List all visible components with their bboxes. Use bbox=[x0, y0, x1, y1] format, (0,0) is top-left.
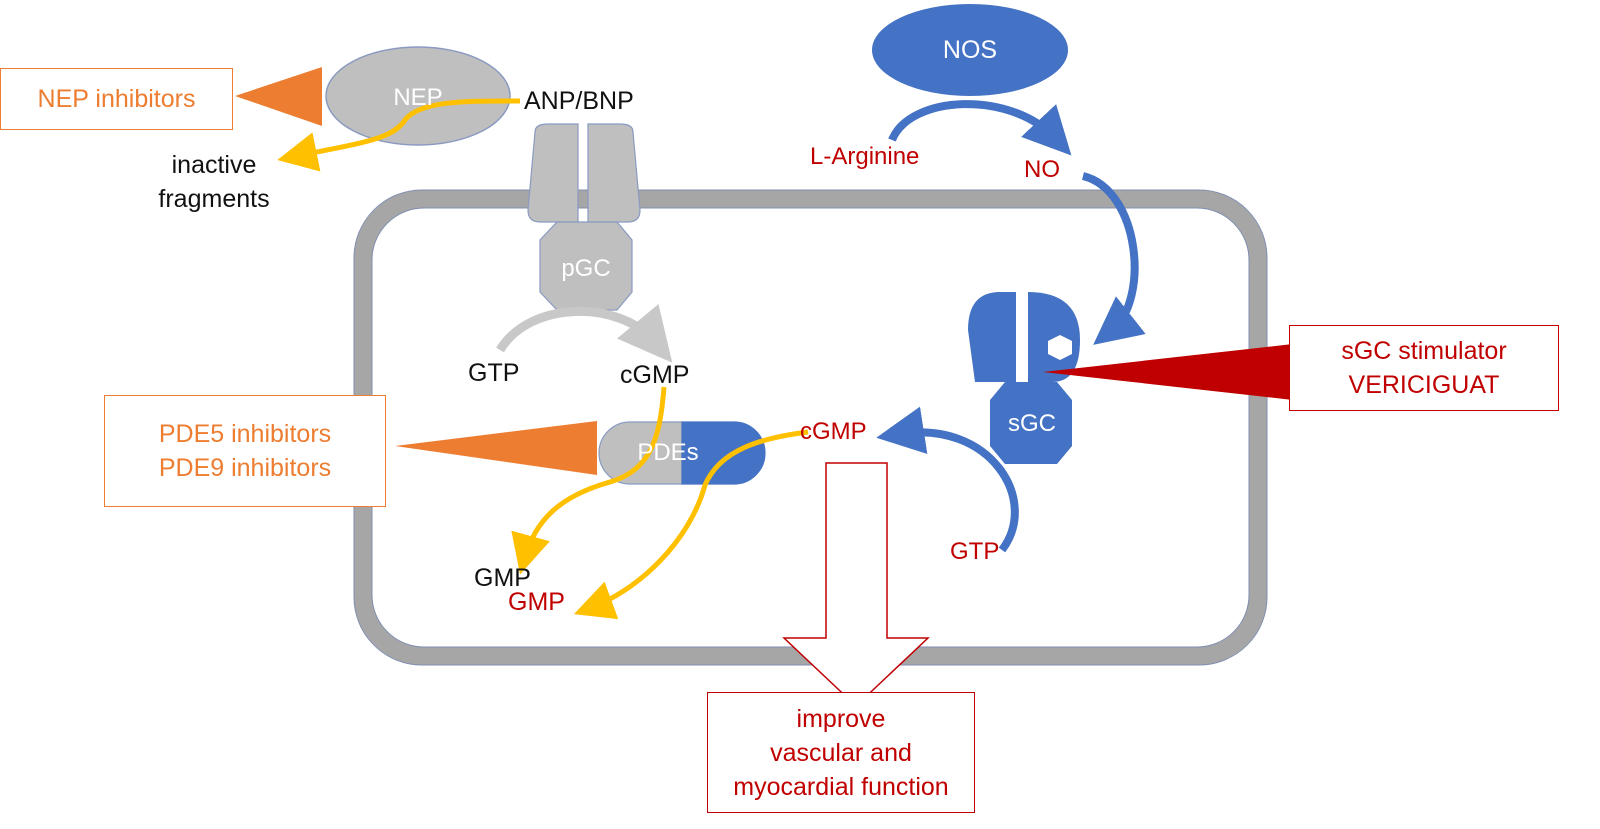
nos-conversion-arrow bbox=[888, 100, 1072, 156]
anp-bnp-label: ANP/BNP bbox=[524, 87, 634, 115]
pde-hydrolysis-arrow-gray bbox=[511, 386, 667, 575]
pgc-label: pGC bbox=[561, 255, 611, 282]
pde-inhibitors-box: PDE5 inhibitors PDE9 inhibitors bbox=[104, 395, 386, 507]
sgc-label: sGC bbox=[1008, 410, 1056, 437]
outcome-line3: myocardial function bbox=[733, 772, 949, 801]
gtp-red-label: GTP bbox=[950, 538, 1000, 565]
pde9-inhibitors-label: PDE9 inhibitors bbox=[158, 454, 332, 482]
gtp-gray-label: GTP bbox=[468, 359, 520, 387]
cgmp-gray-label: cGMP bbox=[620, 361, 690, 389]
cgmp-red-label: cGMP bbox=[800, 418, 867, 445]
sgc-receptor bbox=[968, 292, 1080, 464]
gmp-gray-label: GMP bbox=[474, 564, 531, 592]
inactive-label-line1: inactive bbox=[171, 151, 257, 179]
nep-inhibitors-label: NEP inhibitors bbox=[37, 85, 196, 113]
sgc-conversion-arrow bbox=[876, 406, 1019, 553]
l-arginine-label: L-Arginine bbox=[810, 143, 920, 170]
outcome-box: improve vascular and myocardial function bbox=[707, 692, 975, 813]
pde-hydrolysis-arrow-red bbox=[573, 429, 809, 620]
no-label: NO bbox=[1024, 156, 1060, 183]
degradation-arrow bbox=[277, 98, 521, 172]
nos-label: NOS bbox=[942, 36, 998, 64]
nos-enzyme bbox=[872, 4, 1068, 96]
nep-label: NEP bbox=[393, 84, 443, 111]
gmp-red-label: GMP bbox=[508, 588, 565, 616]
sgc-stimulator-box: sGC stimulator VERICIGUAT bbox=[1289, 325, 1559, 411]
no-diffusion-arrow bbox=[1081, 172, 1146, 345]
pde5-inhibitors-label: PDE5 inhibitors bbox=[158, 420, 332, 448]
pde-inhibitor-wedge bbox=[395, 421, 597, 475]
sgc-stimulator-label: sGC stimulator bbox=[1341, 337, 1507, 365]
outcome-line2: vascular and bbox=[770, 738, 912, 767]
outcome-line1: improve bbox=[796, 704, 886, 733]
pgc-conversion-arrow bbox=[496, 303, 673, 363]
inactive-label-line2: fragments bbox=[158, 185, 270, 213]
pdes-enzyme bbox=[598, 421, 766, 485]
pdes-label: PDEs bbox=[637, 439, 699, 466]
outcome-arrow bbox=[782, 462, 930, 708]
pgc-receptor bbox=[527, 123, 641, 311]
nep-enzyme bbox=[325, 46, 511, 146]
vericiguat-label: VERICIGUAT bbox=[1348, 371, 1500, 399]
sgc-stimulator-wedge bbox=[1043, 344, 1293, 400]
nep-inhibitors-box: NEP inhibitors bbox=[0, 68, 233, 130]
nep-inhibitor-wedge bbox=[235, 67, 322, 126]
